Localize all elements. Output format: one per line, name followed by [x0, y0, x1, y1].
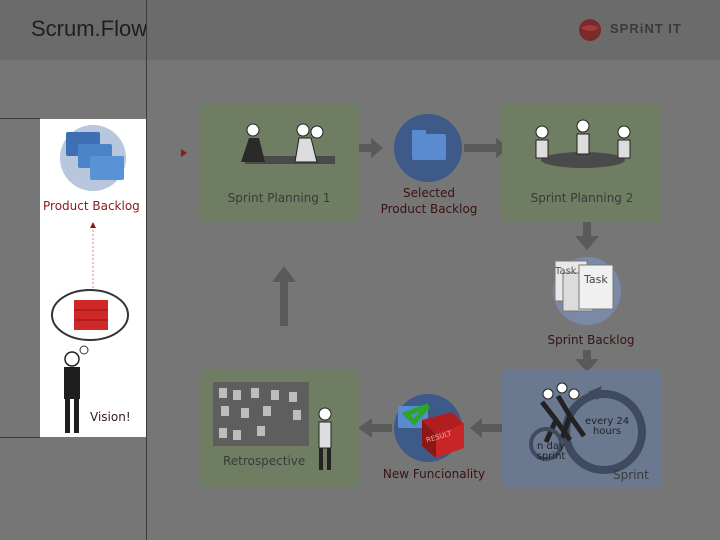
sprint-planning-1-box: Sprint Planning 1 [199, 104, 359, 222]
product-backlog-folders-icon [60, 125, 126, 191]
selected-backlog-label-line1: Selected [402, 186, 456, 200]
selected-backlog-label-line2: Product Backlog [380, 202, 478, 216]
arrow-up-icon [90, 222, 96, 228]
sprint-planning-2-box: Sprint Planning 2 [502, 104, 662, 222]
sprint-planning-1-label: Sprint Planning 1 [227, 191, 331, 205]
arrow-up-icon [272, 266, 296, 326]
arrow-right-icon [359, 138, 383, 158]
dotted-connector [92, 230, 94, 290]
n-day-label-line1: n day [537, 441, 565, 452]
new-functionality-label: New Funcionality [382, 467, 486, 481]
vision-label: Vision! [90, 410, 131, 424]
planning-meeting-people-icon [241, 123, 335, 164]
sprint-planning-2-label: Sprint Planning 2 [530, 191, 634, 205]
arrow-down-icon [575, 222, 599, 250]
retrospective-label: Retrospective [223, 454, 306, 468]
divider-top [0, 118, 40, 119]
every-24-label-line1: every 24 [585, 416, 630, 427]
sprint-backlog-tasks-icon [553, 257, 621, 325]
vertical-divider [146, 0, 147, 540]
new-functionality-result-icon [394, 394, 464, 462]
arrow-down-icon [575, 350, 599, 372]
task-card-1-label: Task [555, 266, 577, 277]
company-logo: SPRiNT IT [578, 18, 698, 44]
visionary-person-icon [64, 345, 89, 433]
arrow-left-icon [358, 418, 392, 438]
retrospective-board-icon [213, 382, 332, 470]
team-meeting-people-icon [535, 119, 631, 168]
sprint-backlog-label: Sprint Backlog [547, 333, 635, 347]
selected-backlog-folder-icon [394, 114, 462, 182]
day-cycle-icon [529, 427, 563, 461]
product-backlog-label: Product Backlog [43, 199, 140, 213]
every-24-label-line2: hours [592, 426, 622, 437]
logo-globe-icon [579, 19, 601, 41]
page-title: Scrum.Flow [31, 16, 148, 41]
logo-text: SPRiNT IT [610, 21, 682, 36]
small-arrow-right-icon [181, 149, 187, 157]
sprint-box: every 24 hours n day sprint Sprint [502, 370, 662, 488]
retrospective-box: Retrospective [199, 370, 359, 488]
running-people-icon [540, 382, 587, 444]
divider-bottom [0, 437, 40, 438]
n-day-label-line2: sprint [536, 451, 566, 462]
arrow-left-icon [470, 418, 502, 438]
task-card-2-label: Task [584, 273, 608, 286]
sprint-label: Sprint [613, 468, 649, 482]
vision-thought-bubble-icon [51, 289, 129, 341]
